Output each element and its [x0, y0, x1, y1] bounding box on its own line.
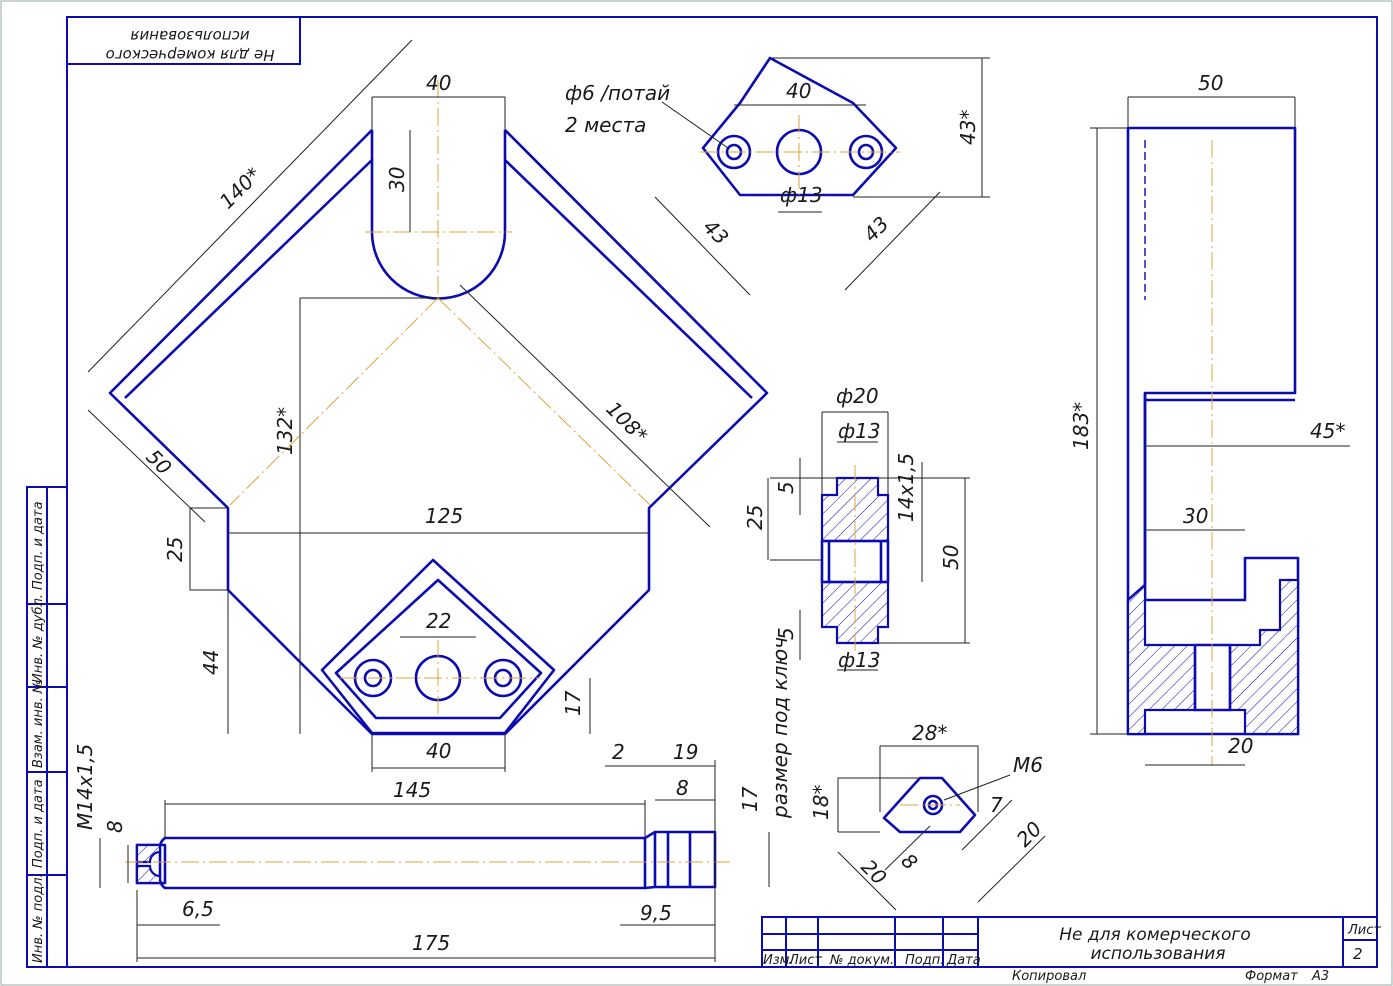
jaw-dim-28: 28* [912, 721, 947, 745]
tb-sheet-label: Лист [1347, 923, 1381, 938]
screw-dim-8-left: 8 [103, 820, 127, 833]
jaw-dim-7: 7 [990, 793, 1003, 817]
plate-view: ф6 /потай 2 места 40 43* ф13 43 43 [565, 56, 990, 296]
dim-40-bottom: 40 [426, 739, 451, 763]
top-stamp-line1: Не для комерческого [106, 46, 275, 64]
side-dim-50: 50 [1198, 71, 1223, 95]
dim-132: 132* [273, 407, 297, 455]
screw-dim-19: 19 [673, 740, 698, 764]
nut-view: ф20 ф13 14x1,5 25 5 50 5 ф13 [743, 384, 970, 672]
main-view: 40 30 140* 108* 132* 50 125 25 44 22 40 … [87, 39, 769, 772]
side-dim-30: 30 [1183, 504, 1208, 528]
dim-108: 108* [601, 397, 652, 448]
tb-header-data: Дата [946, 953, 981, 968]
screw-dim-9-5: 9,5 [640, 901, 672, 925]
jaw-dim-20-right: 20 [1012, 817, 1047, 852]
plate-dim-43-left: 43 [698, 215, 733, 250]
screw-dim-145: 145 [393, 778, 431, 802]
dim-125: 125 [425, 504, 463, 528]
plate-dim-40: 40 [786, 79, 811, 103]
dim-50: 50 [141, 445, 176, 480]
tb-format-label: Формат [1245, 969, 1298, 984]
nut-dim-50: 50 [939, 545, 963, 570]
drawing-frame [66, 16, 1378, 968]
dim-slot-width: 40 [426, 71, 451, 95]
nut-dim-20: ф20 [836, 384, 879, 408]
tb-header-doc: № докум. [829, 953, 894, 968]
plate-dim-13: ф13 [780, 183, 823, 207]
tb-title-line1: Не для комерческого [1059, 925, 1251, 945]
nut-dim-5-top: 5 [774, 481, 798, 494]
jaw-dim-8: 8 [896, 849, 922, 875]
jaw-view: 28* M6 18* 7 20 8 20 [809, 721, 1047, 911]
dim-25: 25 [163, 537, 187, 562]
side-dim-20: 20 [1228, 734, 1253, 758]
dim-44: 44 [199, 650, 223, 675]
jaw-dim-20-left: 20 [856, 855, 891, 890]
nut-dim-5-bottom: 5 [774, 627, 798, 640]
dim-22: 22 [426, 609, 451, 633]
tb-header-list: Лист [788, 953, 822, 968]
top-stamp: Не для комерческого использования [66, 16, 301, 65]
tb-header-izm: Изм. [763, 953, 794, 968]
screw-dim-thread: M14x1,5 [73, 744, 97, 830]
screw-dim-2: 2 [612, 740, 625, 764]
nut-dim-thread: 14x1,5 [894, 453, 918, 522]
strip-inv-dubl: Инв. № дубл. [31, 594, 46, 683]
tb-title-line2: использования [1090, 944, 1225, 964]
strip-podp-data-1: Подп. и дата [31, 779, 46, 868]
screw-dim-8-right: 8 [676, 776, 689, 800]
side-view: 50 183* 45* 30 20 [1069, 71, 1350, 766]
nut-dim-13-top: ф13 [838, 419, 881, 443]
plate-dim-43-right: 43 [859, 212, 894, 247]
screw-dim-17: 17 [738, 786, 762, 812]
strip-podp-data-2: Подп. и дата [31, 501, 46, 590]
title-block: Изм. Лист № докум. Подп. Дата Не для ком… [761, 916, 1381, 984]
tb-sheet-number: 2 [1353, 945, 1363, 963]
dim-17: 17 [561, 690, 585, 716]
tb-copied: Копировал [1012, 969, 1086, 984]
screw-dim-175: 175 [412, 931, 450, 955]
strip-inv-podl: Инв. № подл. [31, 873, 46, 963]
nut-dim-25: 25 [743, 505, 767, 530]
left-strip: Инв. № подл. Подп. и дата Взам. инв. № И… [26, 486, 68, 968]
jaw-dim-m6: M6 [1013, 753, 1043, 777]
nut-dim-13-bottom: ф13 [838, 648, 881, 672]
screw-view: M14x1,5 8 145 2 19 8 17 6,5 9,5 175 разм… [73, 637, 792, 962]
strip-vzam-inv: Взам. инв. № [31, 680, 46, 768]
tb-format-value: A3 [1311, 969, 1329, 984]
plate-note-hole: ф6 /потай [565, 81, 670, 105]
top-stamp-line2: использования [130, 27, 249, 45]
dim-slot-depth: 30 [385, 167, 409, 192]
plate-dim-43: 43* [956, 110, 980, 145]
tb-header-podp: Подп. [905, 953, 944, 968]
screw-note-wrench: размер под ключ [768, 637, 792, 819]
jaw-dim-18: 18* [809, 785, 833, 820]
dim-140: 140* [215, 162, 266, 213]
screw-dim-6-5: 6,5 [182, 897, 214, 921]
side-dim-45: 45* [1310, 419, 1345, 443]
plate-note-count: 2 места [565, 113, 646, 137]
side-dim-183: 183* [1069, 402, 1093, 450]
